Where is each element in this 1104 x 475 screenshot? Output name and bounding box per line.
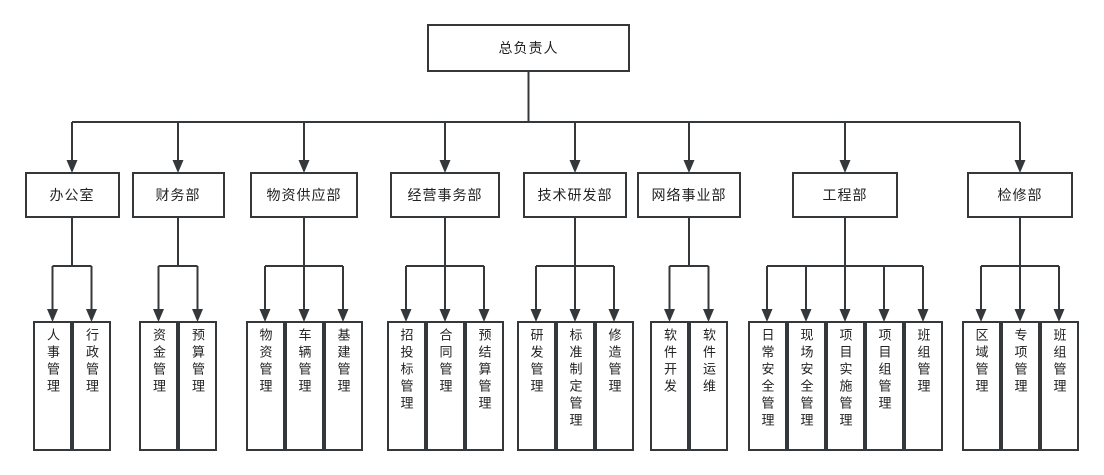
leaf-node-4-1-label: 招投标管理 bbox=[398, 328, 414, 413]
arrowhead-icon bbox=[761, 309, 773, 322]
dept-node-6-label: 网络事业部 bbox=[651, 187, 727, 203]
arrowhead-icon bbox=[439, 160, 451, 173]
arrowhead-icon bbox=[298, 160, 310, 173]
leaf-node-1-1-label: 人事管理 bbox=[45, 328, 60, 396]
arrowhead-icon bbox=[975, 309, 987, 322]
leaf-node-1-2-label: 行政管理 bbox=[84, 328, 99, 396]
dept-node-5: 技术研发部 bbox=[523, 172, 627, 218]
arrowhead-icon bbox=[400, 309, 412, 322]
arrowhead-icon bbox=[569, 309, 581, 322]
arrowhead-icon bbox=[703, 309, 714, 322]
arrowhead-icon bbox=[1014, 309, 1026, 322]
leaf-node-7-1: 日常安全管理 bbox=[747, 321, 787, 451]
arrowhead-icon bbox=[917, 309, 929, 322]
leaf-node-6-1: 软件开发 bbox=[650, 321, 689, 451]
leaf-node-4-3-label: 预结算管理 bbox=[476, 328, 492, 413]
root-node-label: 总负责人 bbox=[498, 40, 559, 56]
leaf-node-7-3: 项目实施管理 bbox=[825, 321, 865, 451]
leaf-node-5-2-label: 标准制定管理 bbox=[567, 328, 583, 430]
dept-node-8: 检修部 bbox=[967, 172, 1073, 218]
arrowhead-icon bbox=[569, 160, 581, 173]
arrowhead-icon bbox=[839, 309, 851, 322]
dept-node-4-label: 经营事务部 bbox=[407, 187, 483, 203]
leaf-node-3-2: 车辆管理 bbox=[284, 321, 324, 451]
arrowhead-icon bbox=[153, 309, 164, 322]
leaf-node-1-1: 人事管理 bbox=[33, 321, 72, 451]
leaf-node-2-2-label: 预算管理 bbox=[190, 328, 205, 396]
dept-node-8-label: 检修部 bbox=[997, 187, 1043, 203]
arrowhead-icon bbox=[530, 309, 542, 322]
leaf-node-4-2: 合同管理 bbox=[425, 321, 465, 451]
arrowhead-icon bbox=[664, 309, 675, 322]
leaf-node-2-1-label: 资金管理 bbox=[151, 328, 166, 396]
leaf-node-5-3: 修造管理 bbox=[594, 321, 634, 451]
leaf-node-7-4: 项目组管理 bbox=[864, 321, 904, 451]
arrowhead-icon bbox=[800, 309, 812, 322]
leaf-node-8-2: 专项管理 bbox=[1000, 321, 1040, 451]
leaf-node-3-3-label: 基建管理 bbox=[335, 328, 351, 396]
arrowhead-icon bbox=[839, 160, 851, 173]
leaf-node-3-3: 基建管理 bbox=[323, 321, 363, 451]
leaf-node-6-1-label: 软件开发 bbox=[662, 328, 677, 396]
leaf-node-3-1-label: 物资管理 bbox=[257, 328, 273, 396]
dept-node-1: 办公室 bbox=[24, 172, 120, 218]
leaf-node-3-2-label: 车辆管理 bbox=[296, 328, 312, 396]
leaf-node-7-1-label: 日常安全管理 bbox=[759, 328, 775, 430]
leaf-node-7-3-label: 项目实施管理 bbox=[837, 328, 853, 430]
leaf-node-5-1-label: 研发管理 bbox=[528, 328, 544, 396]
arrowhead-icon bbox=[66, 160, 78, 173]
leaf-node-8-3-label: 班组管理 bbox=[1051, 328, 1067, 396]
arrowhead-icon bbox=[337, 309, 349, 322]
arrowhead-icon bbox=[1014, 160, 1026, 173]
arrowhead-icon bbox=[608, 309, 620, 322]
arrowhead-icon bbox=[259, 309, 271, 322]
leaf-node-8-1: 区域管理 bbox=[961, 321, 1001, 451]
root-node: 总负责人 bbox=[427, 24, 630, 72]
arrowhead-icon bbox=[683, 160, 695, 173]
leaf-node-8-3: 班组管理 bbox=[1039, 321, 1079, 451]
dept-node-7: 工程部 bbox=[792, 172, 898, 218]
dept-node-3: 物资供应部 bbox=[250, 172, 358, 218]
dept-node-5-label: 技术研发部 bbox=[537, 187, 613, 203]
leaf-node-5-1: 研发管理 bbox=[516, 321, 556, 451]
leaf-node-5-3-label: 修造管理 bbox=[606, 328, 622, 396]
leaf-node-6-2: 软件运维 bbox=[689, 321, 728, 451]
leaf-node-8-2-label: 专项管理 bbox=[1012, 328, 1028, 396]
arrowhead-icon bbox=[1053, 309, 1065, 322]
leaf-node-5-2: 标准制定管理 bbox=[555, 321, 595, 451]
dept-node-3-label: 物资供应部 bbox=[266, 187, 342, 203]
leaf-node-7-2-label: 现场安全管理 bbox=[798, 328, 814, 430]
leaf-node-7-5: 班组管理 bbox=[903, 321, 943, 451]
leaf-node-8-1-label: 区域管理 bbox=[973, 328, 989, 396]
leaf-node-7-2: 现场安全管理 bbox=[786, 321, 826, 451]
arrowhead-icon bbox=[439, 309, 451, 322]
arrowhead-icon bbox=[878, 309, 890, 322]
leaf-node-7-4-label: 项目组管理 bbox=[876, 328, 892, 413]
dept-node-2-label: 财务部 bbox=[155, 187, 201, 203]
leaf-node-4-3: 预结算管理 bbox=[464, 321, 504, 451]
arrowhead-icon bbox=[478, 309, 490, 322]
arrowhead-icon bbox=[172, 160, 184, 173]
leaf-node-2-2: 预算管理 bbox=[178, 321, 217, 451]
leaf-node-4-2-label: 合同管理 bbox=[437, 328, 453, 396]
arrowhead-icon bbox=[86, 309, 97, 322]
arrowhead-icon bbox=[47, 309, 58, 322]
leaf-node-7-5-label: 班组管理 bbox=[915, 328, 931, 396]
leaf-node-1-2: 行政管理 bbox=[72, 321, 111, 451]
leaf-node-6-2-label: 软件运维 bbox=[701, 328, 716, 396]
dept-node-6: 网络事业部 bbox=[637, 172, 741, 218]
leaf-node-4-1: 招投标管理 bbox=[386, 321, 426, 451]
arrowhead-icon bbox=[192, 309, 203, 322]
dept-node-7-label: 工程部 bbox=[822, 187, 868, 203]
leaf-node-3-1: 物资管理 bbox=[245, 321, 285, 451]
dept-node-1-label: 办公室 bbox=[49, 187, 95, 203]
dept-node-2: 财务部 bbox=[131, 172, 225, 218]
leaf-node-2-1: 资金管理 bbox=[139, 321, 178, 451]
arrowhead-icon bbox=[298, 309, 310, 322]
dept-node-4: 经营事务部 bbox=[390, 172, 500, 218]
